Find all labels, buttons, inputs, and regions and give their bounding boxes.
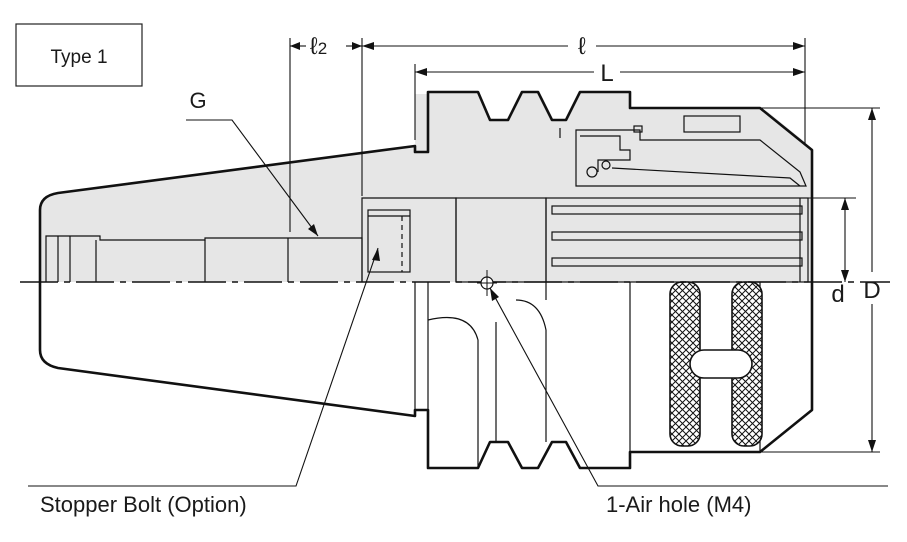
dim-l: ℓ [362, 33, 805, 60]
callout-stopper-bolt-label: Stopper Bolt (Option) [40, 492, 247, 517]
callout-air-hole-label: 1-Air hole (M4) [606, 492, 751, 517]
type-label: Type 1 [50, 47, 107, 68]
dim-l-label: ℓ [578, 33, 586, 60]
callout-g-label: G [189, 88, 206, 113]
dim-l2-subscript: 2 [318, 39, 327, 58]
callout-air-hole: 1-Air hole (M4) [489, 287, 888, 517]
svg-text:ℓ2: ℓ2 [310, 33, 327, 60]
dim-D: D [863, 108, 881, 452]
callout-g: G [186, 88, 319, 237]
dim-D-label: D [863, 277, 880, 304]
air-hole-marker [477, 270, 497, 296]
upper-section-view [38, 90, 814, 283]
dim-d: d [831, 198, 849, 308]
callout-stopper-bolt: Stopper Bolt (Option) [28, 247, 380, 517]
lower-exterior-view [38, 281, 814, 470]
type-label-box: Type 1 [15, 23, 143, 87]
dim-d-label: d [831, 281, 844, 308]
dim-l2-symbol: ℓ [310, 33, 318, 60]
dim-l2: ℓ2 [290, 33, 362, 60]
dim-L: L [415, 60, 805, 87]
dim-L-label: L [600, 60, 613, 87]
